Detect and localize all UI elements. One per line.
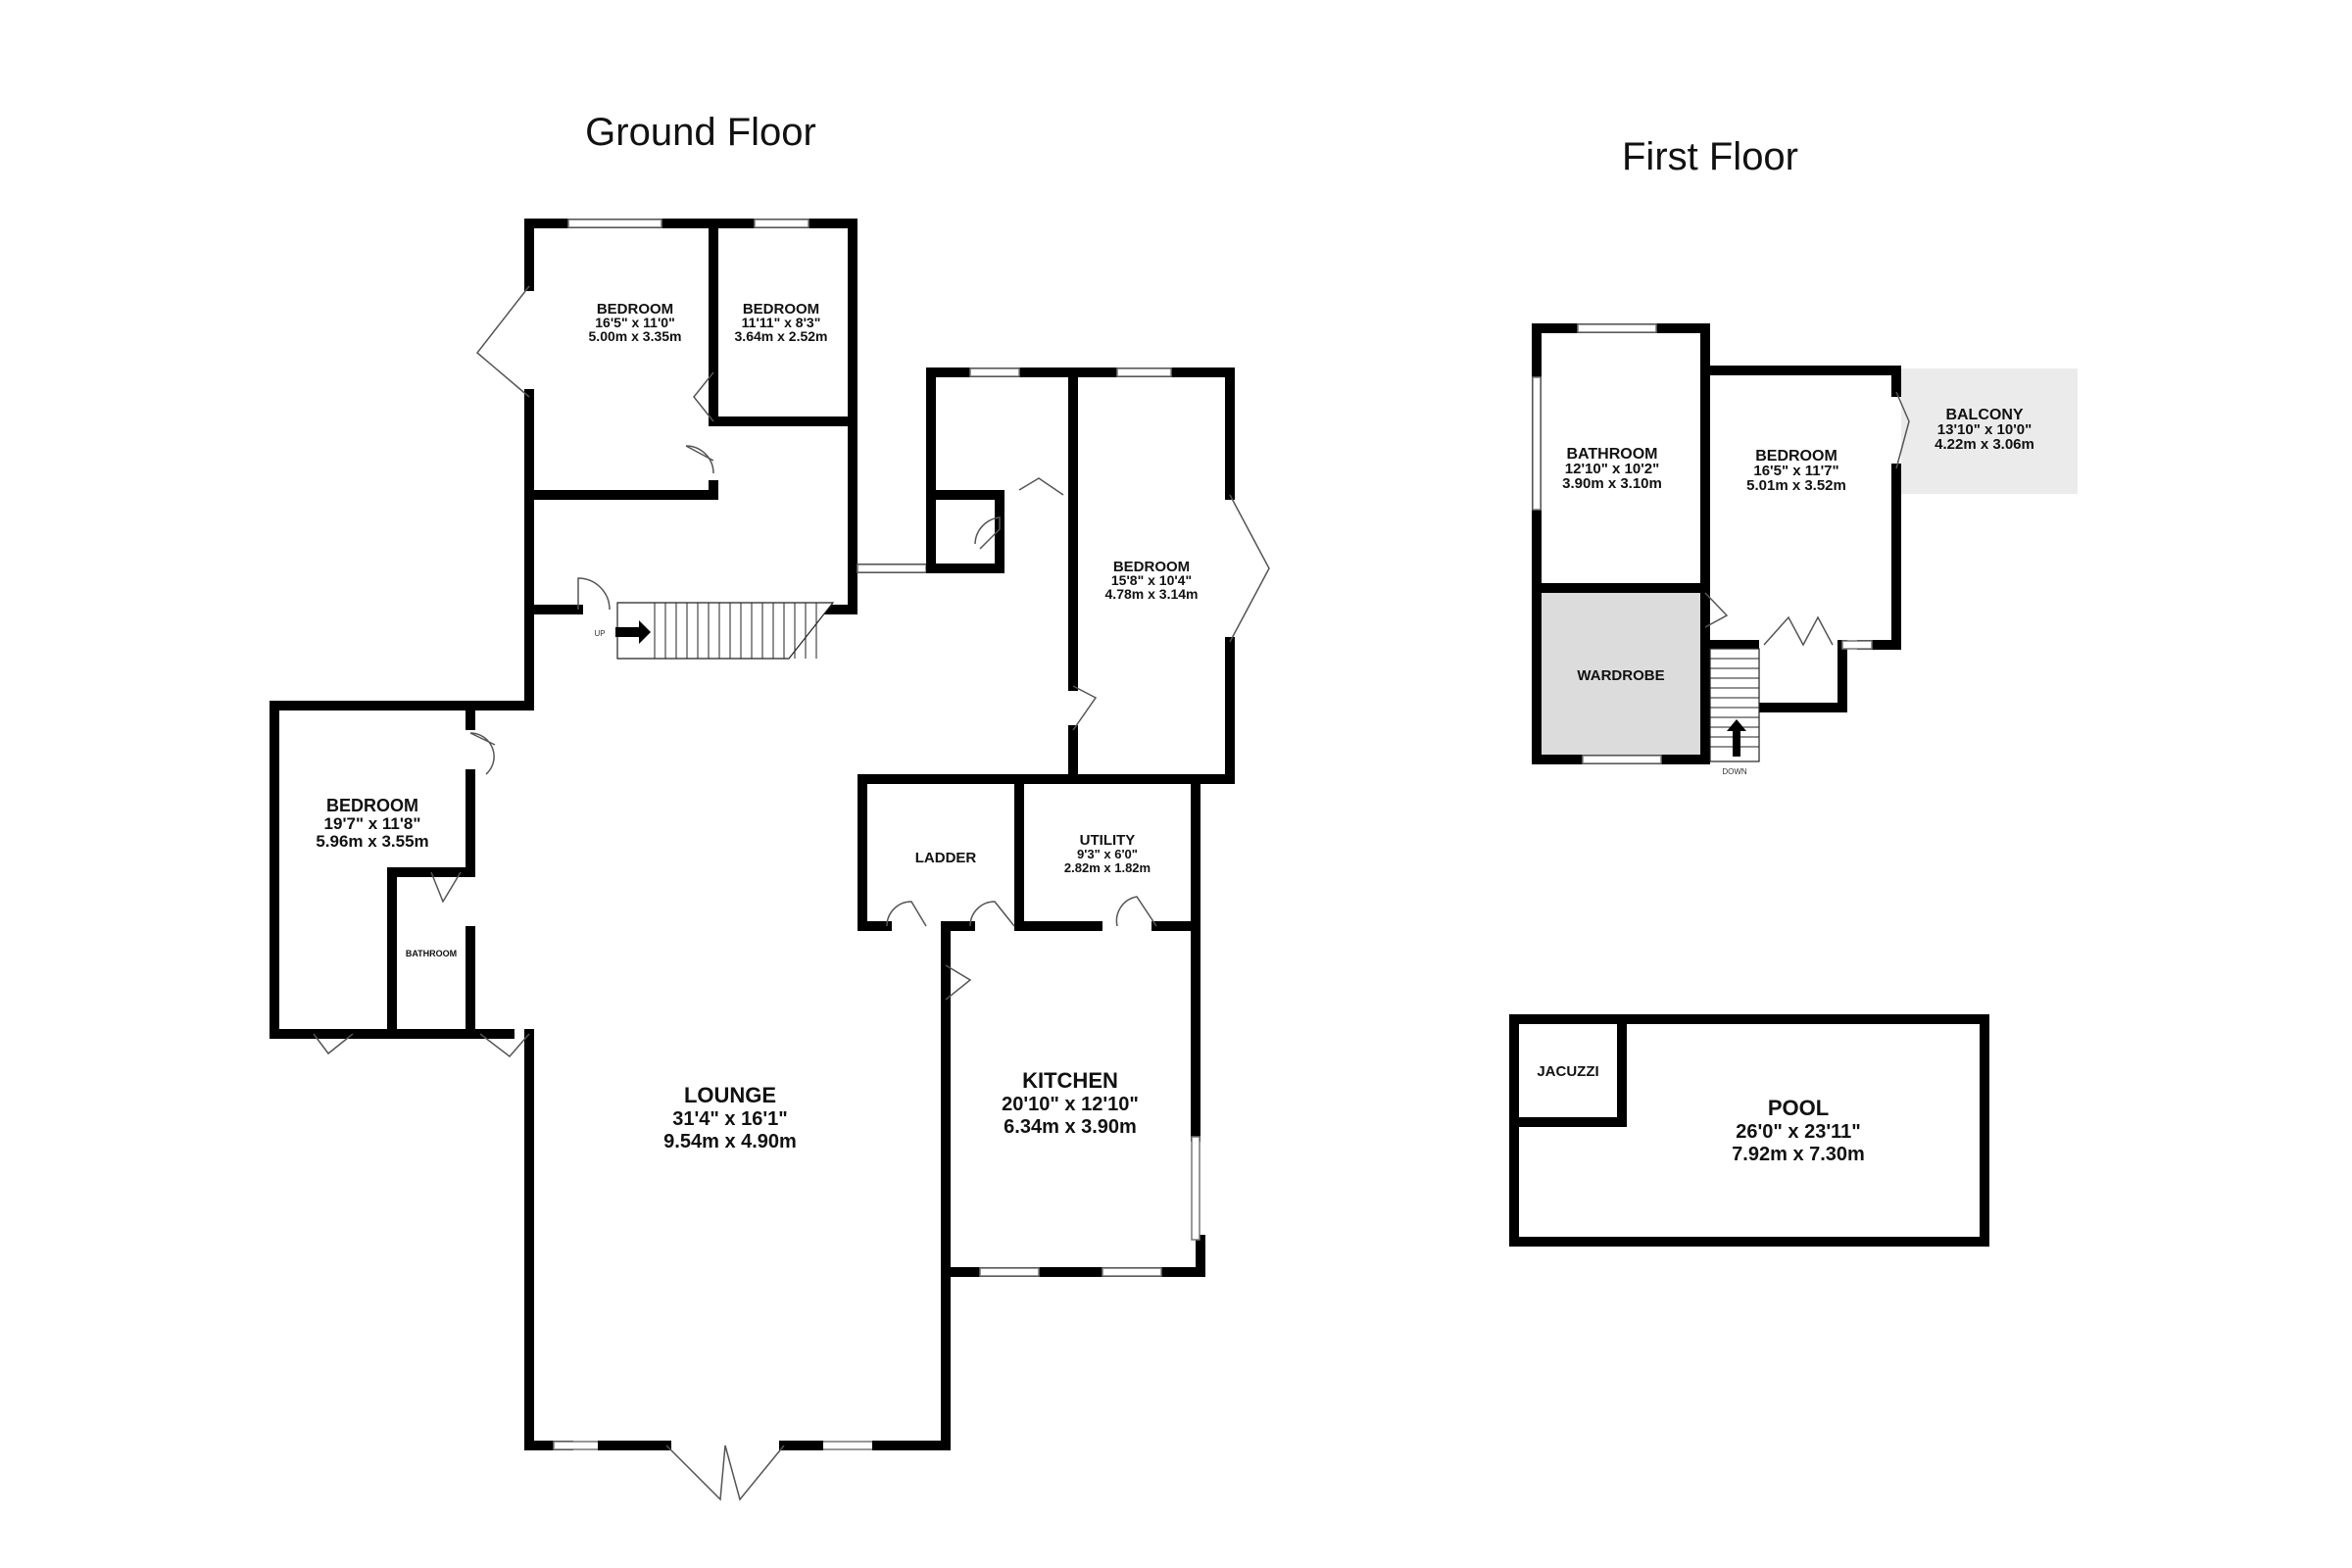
label-lounge: LOUNGE 31'4" x 16'1" 9.54m x 4.90m [663, 1083, 797, 1152]
label-kitchen: KITCHEN 20'10" x 12'10" 6.34m x 3.90m [1002, 1068, 1139, 1138]
label-pool-imperial: 26'0" x 23'11" [1736, 1121, 1860, 1143]
ground-floor-title: Ground Floor [585, 111, 816, 154]
room-metric: 4.78m x 3.14m [1105, 586, 1199, 602]
room-bedroom-left [270, 701, 534, 1055]
room-bedroom-top-left [475, 219, 718, 500]
room-imperial: 9'3" x 6'0" [1077, 847, 1138, 861]
label-ladder: LADDER [915, 850, 977, 866]
room-metric: 3.90m x 3.10m [1562, 475, 1662, 492]
room-imperial: 11'11" x 8'3" [742, 315, 821, 330]
room-name: BEDROOM [743, 301, 819, 318]
pool-outline [1509, 1014, 1989, 1247]
room-metric: 4.22m x 3.06m [1935, 436, 2034, 453]
jacuzzi-outline [1509, 1014, 1627, 1127]
room-kitchen [941, 921, 1205, 1277]
room-bedroom-right [1068, 368, 1270, 784]
room-metric: 5.96m x 3.55m [316, 832, 428, 851]
room-name: BATHROOM [1566, 446, 1657, 463]
label-jacuzzi: JACUZZI [1537, 1063, 1598, 1080]
room-name: BEDROOM [597, 301, 673, 318]
room-metric: 2.82m x 1.82m [1064, 860, 1151, 875]
room-imperial: 31'4" x 16'1" [672, 1108, 787, 1130]
room-metric: 3.64m x 2.52m [735, 328, 828, 344]
balcony-area [1901, 368, 2078, 494]
room-metric: 9.54m x 4.90m [663, 1131, 797, 1152]
first-floor: DOWN BATHROOM 12'10" x 10'2" 3.90m x 3.1… [1532, 323, 2078, 776]
wardrobe-area [1537, 588, 1705, 760]
room-closets [848, 368, 1078, 573]
hall-door[interactable] [577, 577, 611, 611]
stairs-down: DOWN [1709, 648, 1760, 776]
room-name: UTILITY [1080, 832, 1136, 849]
room-name: KITCHEN [1022, 1068, 1118, 1093]
hall-walls [270, 445, 858, 1039]
label-pool-metric: 7.92m x 7.30m [1732, 1144, 1865, 1165]
room-bedroom-first [1700, 366, 1901, 397]
room-ladder-utility [858, 774, 1200, 931]
label-utility: UTILITY 9'3" x 6'0" 2.82m x 1.82m [1064, 832, 1151, 875]
room-name: BEDROOM [326, 796, 418, 815]
room-bedroom-top-small [693, 219, 858, 573]
first-floor-title: First Floor [1622, 135, 1798, 178]
room-name: LOUNGE [684, 1083, 776, 1107]
room-metric: 6.34m x 3.90m [1004, 1116, 1137, 1138]
label-balcony: BALCONY 13'10" x 10'0" 4.22m x 3.06m [1935, 407, 2034, 453]
room-imperial: 15'8" x 10'4" [1111, 572, 1192, 588]
room-imperial: 13'10" x 10'0" [1937, 421, 2032, 438]
room-imperial: 16'5" x 11'7" [1753, 463, 1838, 479]
room-imperial: 12'10" x 10'2" [1565, 461, 1659, 477]
room-lounge [466, 564, 956, 1501]
ground-floor: UP [270, 219, 1270, 1501]
label-bedroom-left: BEDROOM 19'7" x 11'8" 5.96m x 3.55m [316, 796, 428, 851]
label-bedroom-top-small: BEDROOM 11'11" x 8'3" 3.64m x 2.52m [735, 301, 828, 344]
room-name: BEDROOM [1755, 448, 1838, 465]
stairs-up: UP [594, 602, 835, 660]
room-metric: 5.01m x 3.52m [1746, 477, 1846, 494]
label-bedroom-first: BEDROOM 16'5" x 11'7" 5.01m x 3.52m [1746, 448, 1846, 494]
room-imperial: 19'7" x 11'8" [324, 814, 421, 833]
pool-area: JACUZZI POOL 26'0" x 23'11" 7.92m x 7.30… [1509, 1014, 1989, 1247]
room-name: BALCONY [1945, 407, 2023, 423]
label-pool-name: POOL [1768, 1096, 1829, 1120]
room-imperial: 20'10" x 12'10" [1002, 1094, 1139, 1115]
arrow-right-icon [615, 620, 651, 644]
room-imperial: 16'5" x 11'0" [595, 315, 674, 330]
stairs-up-label: UP [594, 629, 605, 638]
label-bedroom-top-left: BEDROOM 16'5" x 11'0" 5.00m x 3.35m [589, 301, 682, 344]
room-metric: 5.00m x 3.35m [589, 328, 682, 344]
room-name: BEDROOM [1113, 559, 1190, 575]
label-bedroom-right: BEDROOM 15'8" x 10'4" 4.78m x 3.14m [1105, 559, 1199, 602]
label-wardrobe: WARDROBE [1577, 667, 1664, 684]
label-bathroom-first: BATHROOM 12'10" x 10'2" 3.90m x 3.10m [1562, 446, 1662, 492]
stairs-down-label: DOWN [1722, 767, 1747, 776]
label-bathroom-ground: BATHROOM [406, 949, 457, 958]
arrow-up-icon [1727, 719, 1746, 757]
